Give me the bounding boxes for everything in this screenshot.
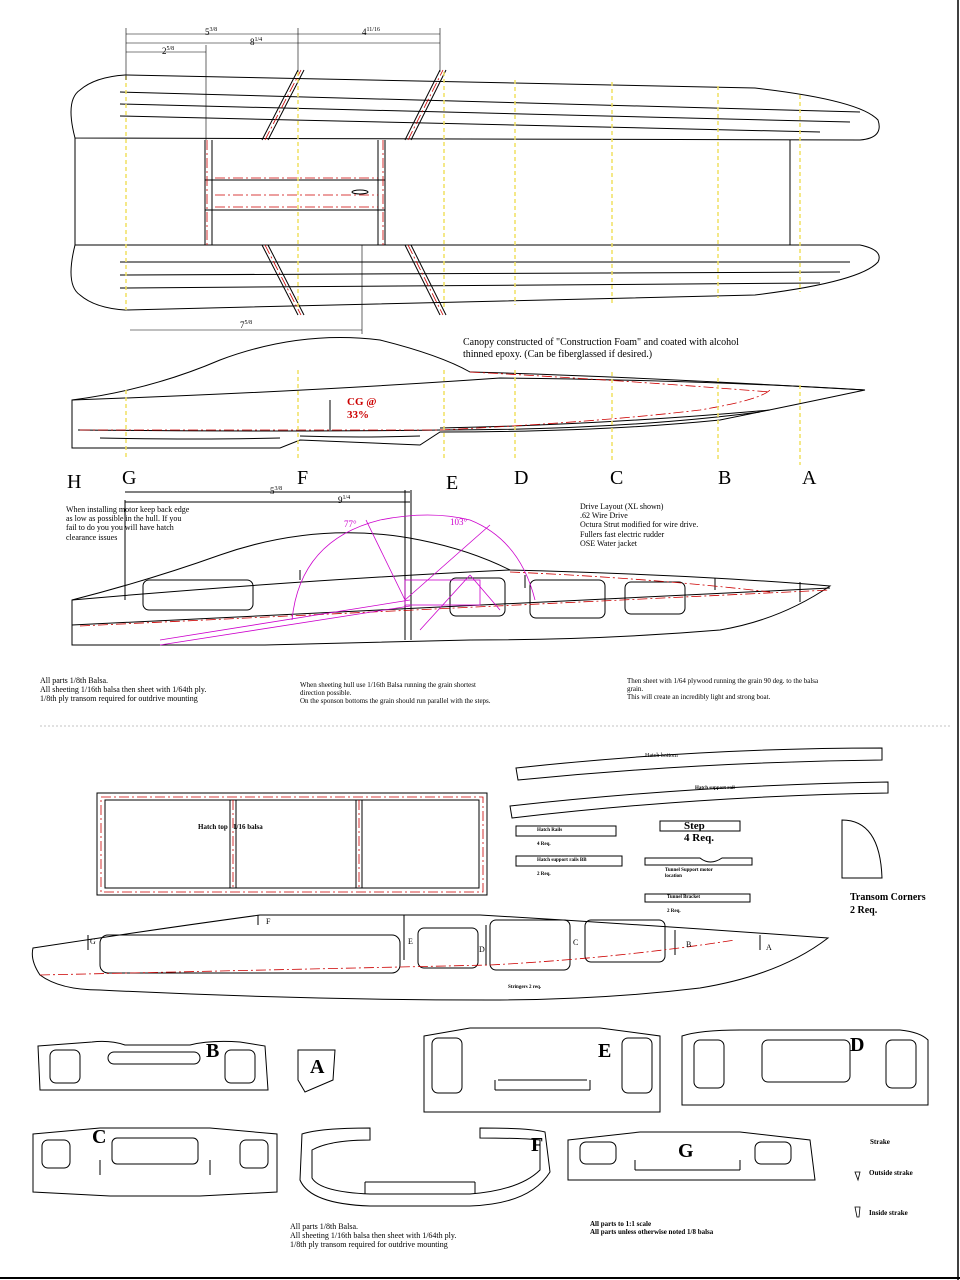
bulkhead-a <box>297 1049 336 1093</box>
strake-legend-title: Strake <box>870 1138 890 1146</box>
dim-2-5-8: 25/8 <box>162 46 175 56</box>
bottom-notes-mid: All parts to 1:1 scale All parts unless … <box>590 1220 714 1237</box>
bottom-notes-left: All parts 1/8th Balsa. All sheeting 1/16… <box>290 1222 457 1250</box>
label-hatch-support-bb-qty: 2 Req. <box>537 872 551 877</box>
label-transom-corners-qty: 2 Req. <box>850 905 878 916</box>
bulkhead-label-c: C <box>92 1126 107 1148</box>
dim-5-3-8-b: 53/8 <box>270 486 283 496</box>
stringer-red <box>39 939 736 976</box>
angle-77: 77° <box>344 519 357 529</box>
stringer-part <box>31 914 830 1001</box>
canopy-note: Canopy constructed of "Construction Foam… <box>463 337 739 360</box>
stringer-label-b: B <box>686 940 692 949</box>
stringer-label-e: E <box>408 937 413 946</box>
label-transom-corners: Transom Corners <box>850 892 926 903</box>
stringer-label-f: F <box>266 917 271 926</box>
side-hull-outline <box>71 337 866 449</box>
dim-7-5-8: 75/8 <box>240 320 253 330</box>
drive-layout-note: Drive Layout (XL shown) .62 Wire Drive O… <box>580 502 699 548</box>
label-tunnel-support: Tunnel Support motor location <box>665 868 713 879</box>
label-tunnel-bracket-qty: 2 Req. <box>667 909 681 914</box>
strake-legend-inside: Inside strake <box>869 1209 908 1217</box>
side-view <box>71 337 866 449</box>
side-view-station-lines <box>125 370 801 465</box>
notes-right: Then sheet with 1/64 plywood running the… <box>627 677 819 702</box>
dim-4-11-16: 411/16 <box>362 27 380 37</box>
hatch-support-rail-part <box>509 781 889 819</box>
label-step: Step <box>684 820 705 832</box>
motor-note: When installing motor keep back edge as … <box>66 505 190 542</box>
label-hatch-top: Hatch top 1/16 balsa <box>198 823 263 831</box>
label-stringers: Stringers 2 req. <box>508 985 542 990</box>
label-hatch-support-bb: Hatch support rails BB <box>537 858 587 863</box>
strake-legend-outside: Outside strake <box>869 1169 913 1177</box>
step-part <box>659 820 741 832</box>
hatch-support-rails-bb-part <box>515 855 623 867</box>
bulkhead-b <box>37 1040 269 1091</box>
label-tunnel-bracket: Tunnel Bracket <box>667 895 701 900</box>
bulkhead-c <box>32 1127 278 1197</box>
bulkhead-e <box>423 1027 661 1113</box>
bulkhead-label-b: B <box>206 1040 220 1062</box>
label-hatch-bottom: Hatch bottom <box>645 753 678 759</box>
notes-mid: When sheeting hull use 1/16th Balsa runn… <box>300 681 491 706</box>
drive-layout-magenta <box>159 514 536 646</box>
hatch-top-part <box>96 792 488 896</box>
tunnel-bracket-part <box>644 893 751 903</box>
cg-label: CG @ 33% <box>347 396 377 421</box>
bulkheads <box>32 1027 929 1207</box>
dim-8-1-4: 81/4 <box>250 37 263 47</box>
station-c: C <box>610 467 624 489</box>
bulkhead-d <box>681 1029 929 1106</box>
strake-legend-symbols <box>854 1171 861 1218</box>
bulkhead-f <box>299 1127 551 1207</box>
station-d: D <box>514 467 529 489</box>
top-dimensions <box>125 28 441 334</box>
transom-corner-part <box>841 819 883 879</box>
station-b: B <box>718 467 732 489</box>
stringer-label-a: A <box>766 943 772 952</box>
bulkhead-g <box>567 1131 816 1181</box>
side-view-red-lines <box>80 371 771 431</box>
bulkhead-label-d: D <box>850 1034 865 1056</box>
left-sponson-outline <box>70 74 880 141</box>
drive-profile-red <box>79 571 831 627</box>
top-view <box>70 69 880 316</box>
top-view-red-lines <box>206 69 444 316</box>
notes-left: All parts 1/8th Balsa. All sheeting 1/16… <box>40 676 207 704</box>
dim-5-3-8: 53/8 <box>205 27 218 37</box>
top-view-station-lines <box>125 72 801 310</box>
bulkhead-label-g: G <box>678 1140 694 1162</box>
station-e: E <box>446 472 459 494</box>
tunnel-support-part <box>644 857 753 866</box>
right-sponson-outline <box>70 244 880 311</box>
angle-103: 103° <box>450 517 468 527</box>
station-a: A <box>802 467 817 489</box>
station-f: F <box>297 467 309 489</box>
dim-9-1-4: 91/4 <box>338 495 351 505</box>
label-hatch-support-rail: Hatch support rail <box>695 786 735 791</box>
label-step-qty: 4 Req. <box>684 832 714 844</box>
bulkhead-label-f: F <box>531 1134 544 1156</box>
station-h: H <box>67 471 82 493</box>
stringer-label-c: C <box>573 938 579 947</box>
drive-profile <box>71 490 832 646</box>
label-hatch-rails: Hatch Rails <box>537 828 563 833</box>
hatch-bottom-part <box>515 747 883 781</box>
station-g: G <box>122 467 137 489</box>
hatch-parts <box>96 747 889 903</box>
label-hatch-rails-qty: 4 Req. <box>537 842 551 847</box>
stringer-label-d: D <box>479 945 485 954</box>
bulkhead-label-e: E <box>598 1040 612 1062</box>
hatch-rails-part <box>515 825 617 837</box>
bulkhead-label-a: A <box>310 1056 325 1078</box>
stringer-label-g: G <box>90 937 96 946</box>
hatch-top-red <box>100 796 484 893</box>
